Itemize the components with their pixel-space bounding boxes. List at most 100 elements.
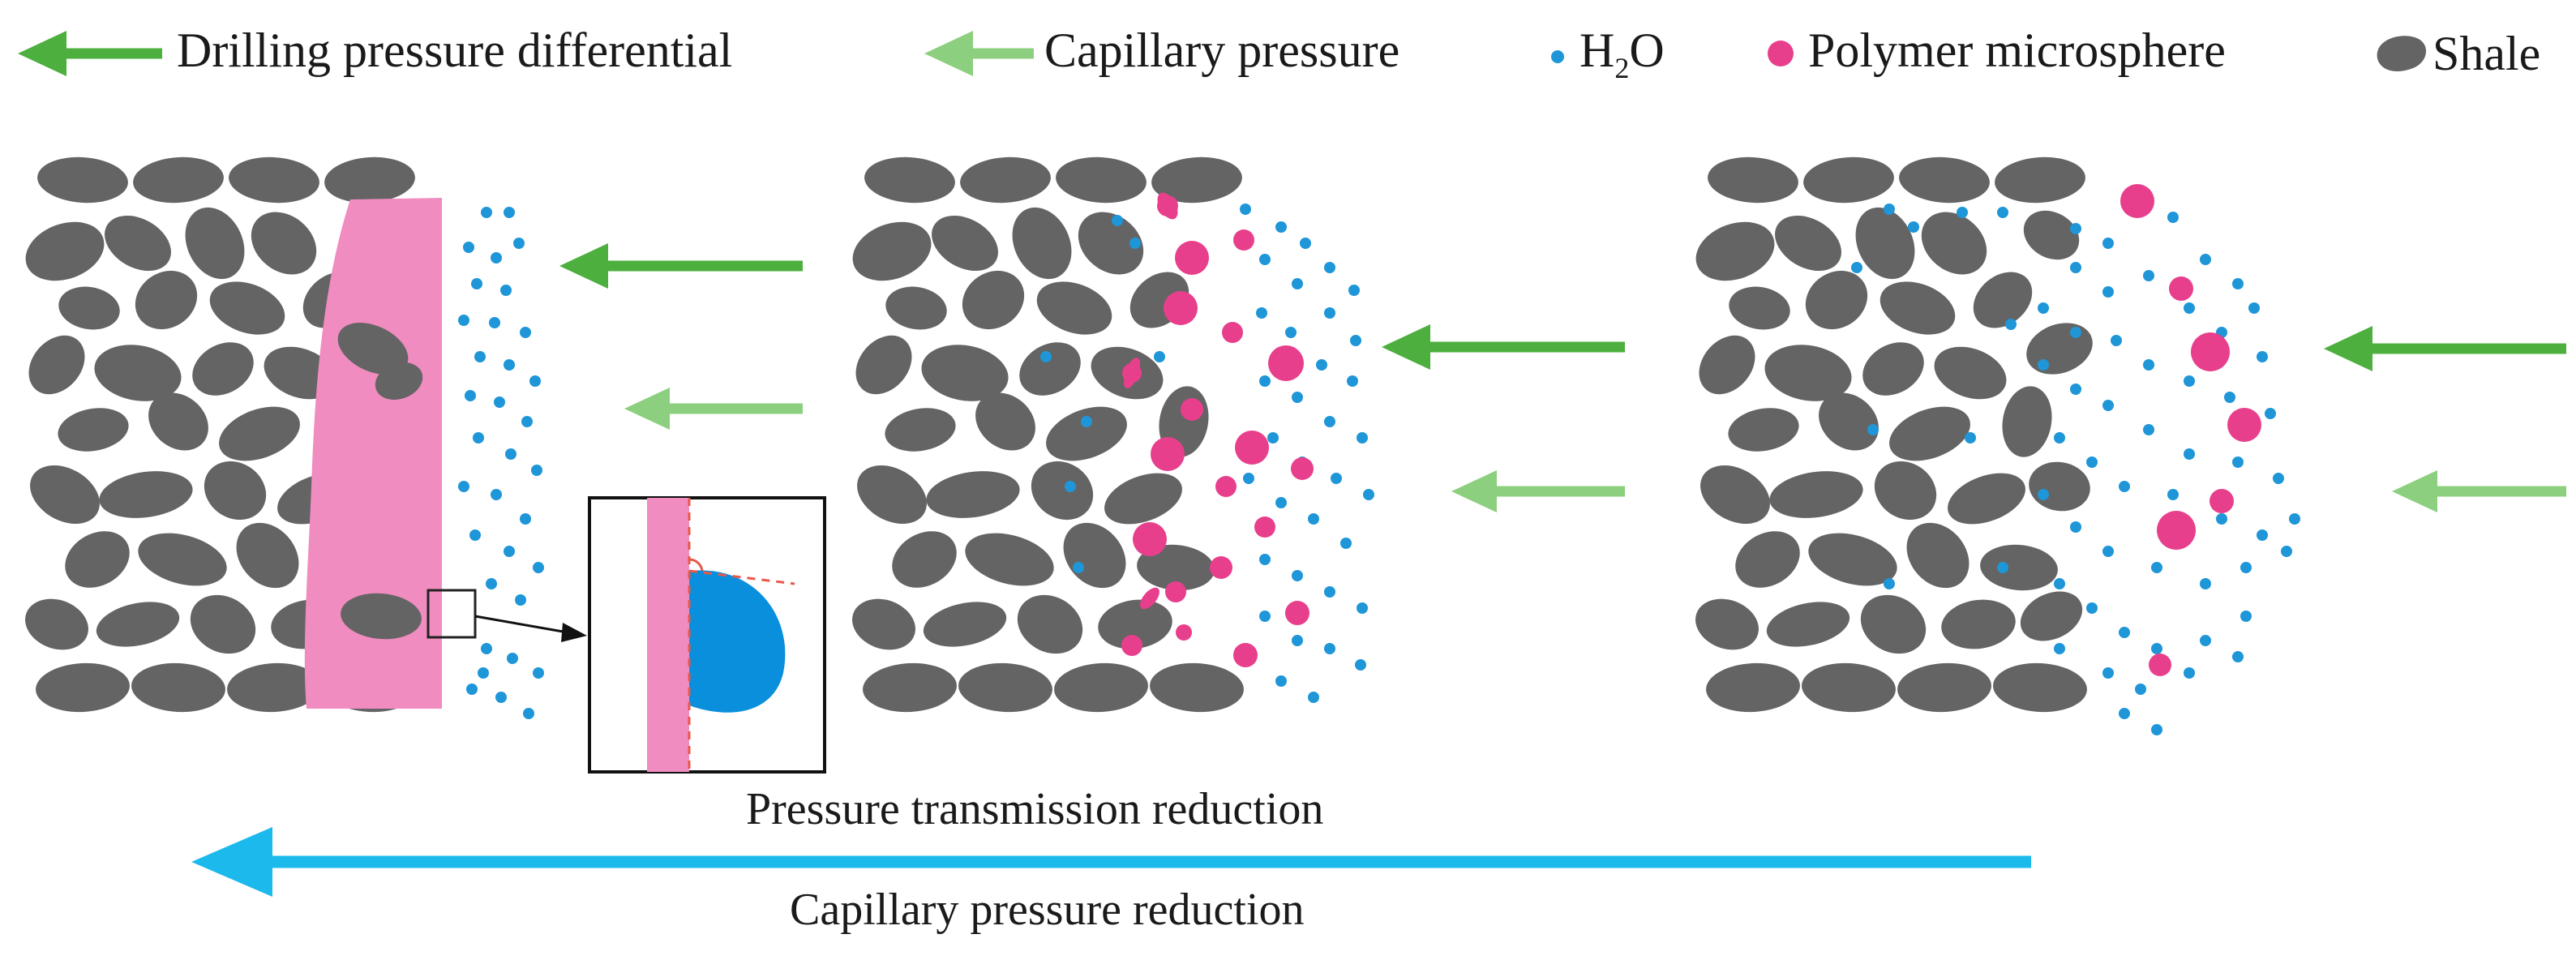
water-dot [2038, 359, 2049, 371]
shale-particle [1735, 531, 1800, 588]
shale-particle [1874, 461, 1937, 521]
deformed-microsphere [1140, 587, 1159, 610]
drilling-pressure-arrow-icon [18, 31, 162, 76]
shale-particle [1995, 156, 2085, 204]
water-dot [533, 667, 544, 679]
water-dot [1259, 554, 1271, 565]
water-dot [1275, 675, 1287, 687]
water-dot [1256, 307, 1267, 319]
shale-particle [1948, 473, 2025, 525]
water-dot [2265, 408, 2276, 419]
water-dot [2054, 432, 2065, 444]
water-dot [507, 653, 518, 664]
water-dot [2200, 635, 2211, 646]
microsphere [1215, 476, 1237, 497]
water-dot [2086, 456, 2098, 468]
shale-overlap-1 [337, 323, 423, 640]
shale-particle [921, 345, 1009, 401]
water-dot [458, 315, 469, 326]
shale-particle [1054, 662, 1148, 713]
shale-particle [1805, 270, 1868, 330]
drilling-arrow-3 [2324, 326, 2566, 371]
microsphere [1176, 624, 1192, 641]
microsphere [1268, 345, 1304, 381]
shale-particle [1766, 602, 1850, 647]
water-dot [1331, 473, 1342, 484]
water-dot [469, 529, 481, 541]
shale-particle [1775, 215, 1841, 272]
water-dot [1300, 238, 1311, 249]
water-dot [1154, 351, 1165, 362]
shale-particle [962, 270, 1025, 330]
shale-particle [923, 602, 1007, 647]
shale-particle [190, 594, 256, 654]
water-dot [1851, 262, 1862, 273]
water-droplet [689, 570, 786, 713]
microsphere [1254, 516, 1275, 538]
panel-2 [852, 156, 2093, 713]
reduction-section: Pressure transmission reduction Capillar… [191, 784, 2031, 935]
water-dot [2143, 359, 2154, 371]
water-dot [1259, 375, 1271, 387]
shale-particle [852, 598, 915, 650]
water-dot [1292, 392, 1303, 403]
shale-particle [892, 531, 957, 588]
water-dot [1363, 489, 1374, 500]
water-dots-3 [1851, 204, 2300, 735]
water-dot [473, 432, 484, 444]
capillary-reduction-label: Capillary pressure reduction [790, 885, 1304, 935]
shale-particle [1017, 594, 1083, 654]
shale-particle [857, 465, 927, 525]
water-dot [495, 692, 507, 703]
microsphere [2191, 332, 2230, 371]
water-dot [1867, 424, 1879, 435]
shale-particle [1708, 156, 1798, 204]
shale-particle [1808, 533, 1897, 586]
water-dot [1267, 432, 1279, 444]
shale-particle [1056, 156, 1147, 204]
shale-particle [885, 286, 947, 330]
water-dot [1997, 207, 2008, 218]
water-dot [1292, 278, 1303, 289]
water-dot [474, 351, 486, 362]
water-dot [1081, 416, 1092, 427]
microsphere [1133, 522, 1167, 556]
shale-particle [192, 342, 254, 396]
water-dot [2038, 302, 2049, 314]
shale-particle [2029, 461, 2090, 512]
shale-particle [2020, 591, 2083, 641]
shale-particle [1729, 286, 1790, 330]
water-dot [2184, 667, 2195, 679]
shale-particle [204, 461, 267, 521]
shale-particle [1728, 408, 1799, 452]
water-dot [515, 594, 526, 606]
shale-particle [135, 270, 198, 330]
shale-particle [1899, 156, 1990, 204]
shale-particle [185, 207, 245, 280]
water-dot [2240, 562, 2252, 573]
shale-particle [2026, 323, 2093, 375]
microsphere [1165, 581, 1186, 602]
legend-drilling-label: Drilling pressure differential [177, 24, 732, 77]
water-dot [2135, 684, 2146, 695]
water-dot [2273, 473, 2284, 484]
microsphere [1175, 241, 1209, 275]
shale-particle [885, 408, 956, 452]
shale-particle [25, 598, 88, 650]
water-dot [2232, 278, 2244, 289]
water-dot [1324, 307, 1335, 319]
water-dot [491, 252, 502, 264]
microsphere [2210, 489, 2234, 513]
contact-angle-arc [688, 558, 704, 572]
microsphere [1291, 457, 1314, 480]
water-dot [1259, 611, 1271, 622]
legend-capillary-label: Capillary pressure [1044, 24, 1399, 77]
water-dot [2248, 302, 2260, 314]
water-dot [1275, 221, 1287, 233]
shale-particle [251, 212, 317, 275]
shale-particle [375, 362, 423, 401]
shale-particle [1855, 207, 1915, 280]
shale-particle [229, 156, 319, 204]
water-dots-1 [458, 207, 544, 719]
microspheres-2 [1121, 192, 1314, 667]
